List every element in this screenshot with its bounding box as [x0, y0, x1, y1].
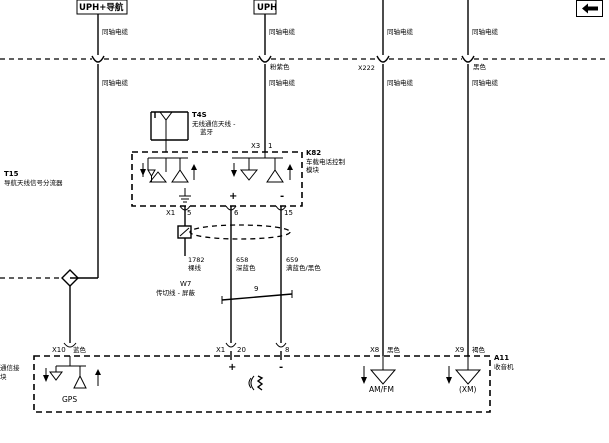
circuit-1782-color: 裸线 [188, 263, 202, 272]
x10-wire-color: 蓝色 [73, 345, 87, 354]
x1-upper-pin-15: 15 [284, 209, 293, 217]
wire-coax-label: 同轴电缆 [269, 78, 296, 87]
twisted-pair-line [221, 293, 293, 301]
circuit-1782: 1782 [188, 256, 205, 264]
x1-lower-pin-8: 8 [285, 346, 289, 354]
ground-icon [179, 188, 191, 203]
k82-module-box [131, 151, 303, 207]
polarity-minus-bottom: - [279, 362, 283, 373]
circuit-659: 659 [286, 256, 298, 264]
connector-curve [258, 55, 272, 63]
x1-upper-pin-6: 6 [234, 209, 239, 217]
polarity-minus-top: - [280, 191, 284, 202]
x10-connector: X10 [52, 346, 66, 354]
connector-curve [91, 55, 105, 63]
t4s-antenna-icon [150, 111, 188, 140]
amfm-label: AM/FM [369, 385, 394, 394]
xm-label: (XM) [459, 385, 477, 394]
polarity-plus-bottom: + [228, 362, 236, 373]
wire-coax-label: 同轴电缆 [102, 27, 129, 36]
t4s-name-2: 蓝牙 [200, 127, 214, 136]
x1-upper-connector: X1 [166, 209, 175, 217]
wire-pink-label: 粉紫色 [270, 62, 290, 71]
w7-code: W7 [180, 280, 191, 288]
wire-coax-label: 同轴电缆 [269, 27, 296, 36]
connector-curve [461, 55, 475, 63]
gps-antenna-icon [43, 356, 101, 389]
wire-coax-label: 同轴电缆 [472, 78, 499, 87]
left-fragment-1: 通信接 [0, 363, 20, 372]
connector-curve [275, 342, 287, 348]
microphone-speaker-icon [248, 375, 264, 391]
circuit-658: 658 [236, 256, 248, 264]
a11-radio-box [33, 355, 491, 413]
k82-right-antenna-icon [231, 152, 293, 183]
wire-black-label: 黑色 [473, 62, 487, 71]
x1-lower-connector: X1 [216, 346, 225, 354]
upph-nav-label-box [76, 0, 128, 15]
a11-name: 收音机 [494, 362, 514, 371]
x9-connector: X9 [455, 346, 464, 354]
back-button[interactable] [576, 0, 603, 17]
circuit-659-color: 满蓝色/黑色 [286, 263, 321, 272]
x8-connector: X8 [370, 346, 379, 354]
k82-code: K82 [306, 149, 321, 157]
left-fragment-2: 块 [0, 372, 7, 381]
arrow-left-icon [581, 3, 598, 14]
circuit-658-color: 深蓝色 [236, 263, 256, 272]
x8-wire-color: 黑色 [387, 345, 401, 354]
x9-wire-color: 褐色 [472, 345, 486, 354]
x222-label: X222 [358, 64, 375, 72]
t4s-name-1: 无线通信天线 - [192, 119, 236, 128]
k82-left-antenna-icon [140, 157, 197, 183]
x1-lower-pin-20: 20 [237, 346, 246, 354]
amfm-antenna-icon [361, 356, 397, 385]
twist-label: 9 [254, 285, 258, 293]
wire-coax-label: 同轴电缆 [387, 27, 414, 36]
k82-x3-pin: 1 [268, 142, 272, 150]
t4s-code: T4S [192, 111, 207, 119]
polarity-plus-top: + [229, 191, 237, 202]
t15-name: 导航天线信号分流器 [4, 178, 63, 187]
uph-label: UPH [257, 3, 277, 13]
connector-curve [225, 342, 237, 348]
k82-name-1: 车载电话控制 [306, 157, 346, 166]
k82-x3-connector: X3 [251, 142, 260, 150]
connector-curve [376, 55, 390, 63]
upph-nav-label: UPH+导航 [79, 2, 124, 13]
connector-curve [63, 342, 77, 348]
gps-label: GPS [62, 395, 77, 404]
wire-coax-label: 同轴电缆 [102, 78, 129, 87]
shield-ellipse [189, 224, 291, 240]
w7-name: 传切线 - 屏蔽 [156, 288, 195, 297]
a11-code: A11 [494, 354, 509, 362]
x1-upper-pin-5: 5 [187, 209, 191, 217]
wire-coax-label: 同轴电缆 [472, 27, 499, 36]
k82-name-2: 模块 [306, 165, 320, 174]
wire-coax-label: 同轴电缆 [387, 78, 414, 87]
t15-code: T15 [4, 170, 19, 178]
xm-antenna-icon [446, 356, 482, 385]
